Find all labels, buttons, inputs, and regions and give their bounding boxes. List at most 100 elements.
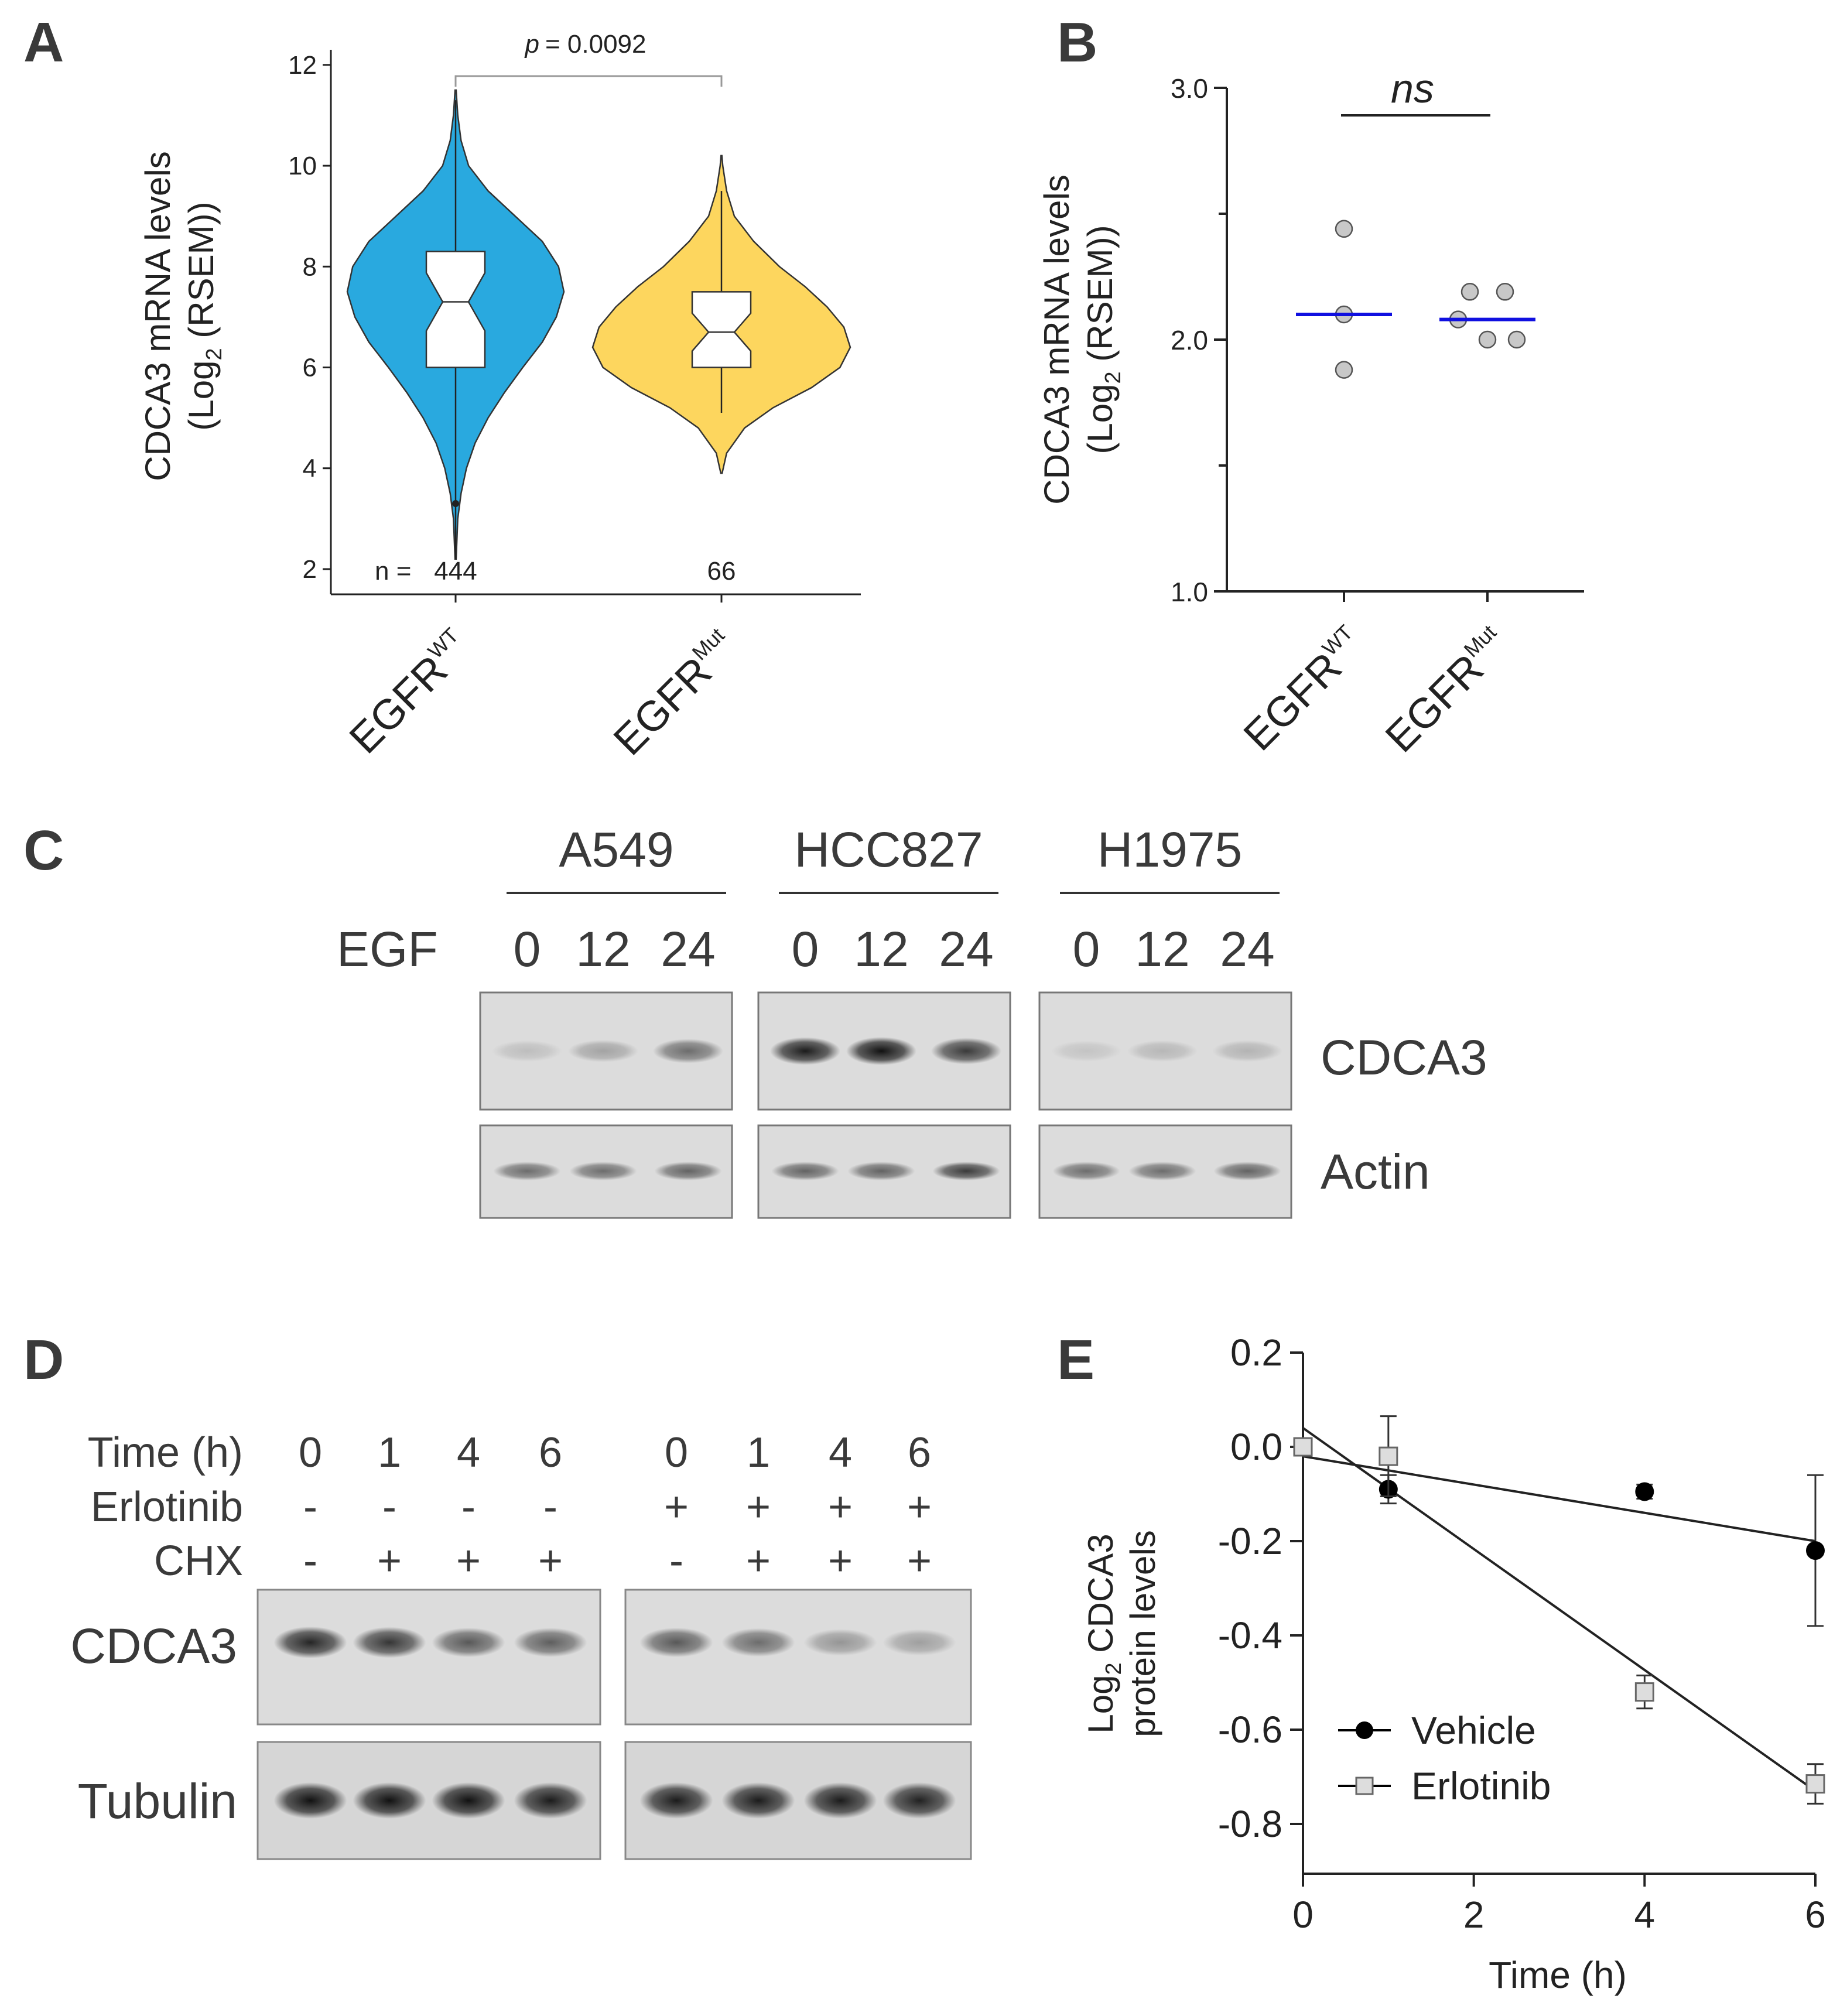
panel-d-time-2: 4	[457, 1429, 480, 1476]
panel-b-ylabel-line1: CDCA3 mRNA levels	[1037, 174, 1076, 504]
panel-d-time-5: 1	[747, 1429, 770, 1476]
panel-d-time-0: 0	[299, 1429, 322, 1476]
panel-e-letter: E	[1057, 1329, 1094, 1391]
panel-e-ytick-label-0: 0.2	[1230, 1332, 1282, 1374]
panel-a-ytick-label-4: 10	[288, 152, 317, 180]
panel-b-ytick-label-2: 3.0	[1171, 73, 1208, 104]
panel-d-chx-4: -	[669, 1538, 683, 1584]
panel-d-cdca3-band-3	[514, 1628, 587, 1657]
panel-e-xtick-label-3: 6	[1805, 1894, 1826, 1936]
panel-d-cdca3-band-0	[273, 1626, 347, 1659]
panel-c-letter: C	[23, 819, 64, 882]
panel-e-ytick-label-4: -0.6	[1218, 1709, 1282, 1751]
panel-c-actin-band-1-0	[771, 1162, 839, 1180]
panel-d-time-6: 4	[829, 1429, 852, 1476]
panel-d-time-3: 6	[539, 1429, 562, 1476]
panel-e-fit-0	[1302, 1455, 1816, 1542]
panel-e-point-0-2	[1635, 1482, 1654, 1501]
panel-d-chx-7: +	[907, 1538, 932, 1584]
panel-a-pvalue-bracket	[454, 75, 723, 87]
panel-a: A CDCA3 mRNA levels (Log2 (RSEM)) 246810…	[23, 11, 861, 764]
panel-d-chx-2: +	[456, 1538, 481, 1584]
panel-b-xlabel-1: EGFRMut	[1376, 620, 1517, 761]
panel-d-erlotinib-6: +	[828, 1484, 853, 1531]
panel-d-time-1: 1	[378, 1429, 401, 1476]
panel-e-xtick-label-0: 0	[1292, 1894, 1314, 1936]
panel-d-row-chx: CHX	[154, 1538, 243, 1584]
panel-a-n-1: 66	[707, 557, 736, 586]
panel-b-ytick-label-0: 1.0	[1171, 577, 1208, 607]
panel-c-row-actin: Actin	[1321, 1144, 1430, 1199]
panel-b-point-1-0	[1461, 283, 1479, 301]
panel-d-tubulin-band-7	[883, 1782, 956, 1819]
panel-c-actin-band-1-2	[932, 1162, 1000, 1180]
panel-c-cdca3-band-0-2	[653, 1039, 723, 1063]
panel-e-ytick-label-3: -0.4	[1218, 1614, 1282, 1656]
panel-a-ylabel-line2: (Log2 (RSEM))	[182, 201, 227, 430]
panel-d-tubulin-band-2	[432, 1782, 505, 1819]
panel-c-cdca3-band-0-0	[492, 1040, 562, 1062]
panel-a-ytick-label-2: 6	[303, 354, 317, 382]
panel-a-ylabel-line1: CDCA3 mRNA levels	[138, 151, 177, 481]
panel-c-time-1-2: 24	[939, 922, 993, 977]
panel-c-actin-band-2-0	[1052, 1162, 1120, 1180]
panel-b-letter: B	[1057, 11, 1097, 74]
panel-d-chx-3: +	[538, 1538, 563, 1584]
panel-c-time-0-0: 0	[514, 922, 541, 977]
panel-d-tubulin-band-5	[721, 1782, 795, 1819]
panel-c-treatment-label: EGF	[337, 922, 438, 977]
panel-a-ytick-label-3: 8	[303, 252, 317, 281]
panel-c-row-cdca3: CDCA3	[1321, 1030, 1487, 1085]
panel-c-cdca3-band-1-1	[846, 1037, 916, 1065]
panel-c-time-0-2: 24	[661, 922, 715, 977]
panel-a-outlier-0	[452, 500, 459, 507]
panel-e-fit-1	[1302, 1427, 1817, 1792]
panel-b-xlabel-text-0: EGFRWT	[1234, 620, 1374, 759]
panel-c-cellline-2: H1975	[1097, 822, 1243, 877]
panel-a-violins: 444 66	[346, 89, 851, 586]
panel-c-actin-band-2-1	[1128, 1162, 1196, 1180]
panel-a-xlabel-text-1: EGFRMut	[604, 623, 745, 764]
panel-d-cdca3-blot-0	[256, 1589, 601, 1726]
panel-d-cdca3-band-2	[432, 1627, 505, 1658]
panel-c-time-1-0: 0	[792, 922, 819, 977]
panel-d-chx-6: +	[828, 1538, 853, 1584]
panel-d-erlotinib-7: +	[907, 1484, 932, 1531]
panel-b-points	[1296, 220, 1535, 379]
panel-b-significance: ns	[1391, 66, 1434, 111]
panel-e-ytick-label-5: -0.8	[1218, 1803, 1282, 1845]
panel-e-ylabel-line2: protein levels	[1123, 1530, 1162, 1737]
panel-c-cellline-0: A549	[559, 822, 673, 877]
panel-e: E Log2 CDCA3 protein levels 0.20.0-0.2-0…	[1057, 1329, 1826, 1996]
panel-c-time-2-0: 0	[1073, 922, 1100, 977]
panel-d-cdca3-band-1	[353, 1627, 426, 1658]
panel-e-point-1-3	[1805, 1774, 1825, 1794]
panel-e-series	[1293, 1415, 1825, 1805]
panel-c-cdca3-band-2-0	[1051, 1040, 1121, 1062]
panel-d-chx-0: -	[303, 1538, 317, 1584]
panel-e-point-0-3	[1806, 1541, 1825, 1560]
panel-d-erlotinib-3: -	[543, 1484, 557, 1531]
panel-b-point-1-3	[1478, 330, 1497, 349]
panel-e-point-1-1	[1379, 1446, 1398, 1466]
panel-c-cdca3-band-2-1	[1127, 1040, 1198, 1062]
panel-d-tubulin-band-0	[273, 1782, 347, 1819]
panel-c-cdca3-band-1-0	[770, 1037, 840, 1065]
panel-c-time-2-2: 24	[1220, 922, 1274, 977]
panel-c-actin-band-0-2	[654, 1162, 722, 1180]
panel-b-xlabel-text-1: EGFRMut	[1376, 620, 1517, 761]
panel-c-actin-band-1-1	[847, 1162, 915, 1180]
panel-e-ytick-label-2: -0.2	[1218, 1520, 1282, 1562]
panel-e-point-1-0	[1293, 1437, 1313, 1457]
panel-a-pvalue: p= 0.0092	[524, 30, 647, 59]
panel-c-cdca3-band-0-1	[568, 1040, 638, 1062]
panel-d-erlotinib-2: -	[461, 1484, 476, 1531]
panel-d-row-time: Time (h)	[88, 1429, 243, 1476]
panel-a-letter: A	[23, 11, 64, 74]
panel-a-n-0: 444	[434, 557, 477, 586]
panel-d-cdca3-band-5	[721, 1628, 795, 1657]
panel-d-time-7: 6	[908, 1429, 931, 1476]
